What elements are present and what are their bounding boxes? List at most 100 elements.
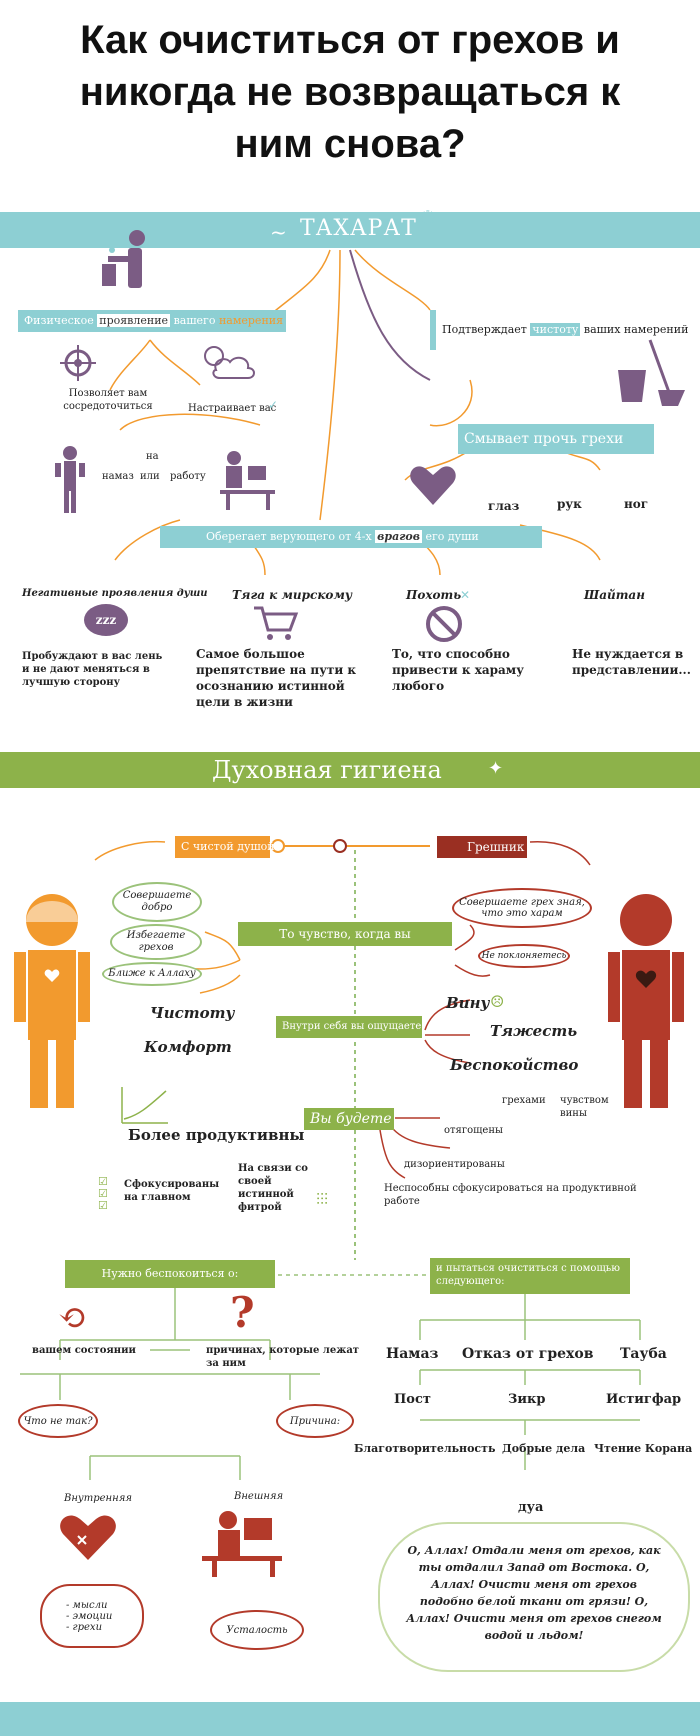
cleanse-bar: и пытаться очиститься с помощью следующе… xyxy=(430,1258,630,1294)
or-text: или xyxy=(140,471,160,482)
protects-prefix: Оберегает верующего от 4-х xyxy=(206,530,372,543)
wudu-icon xyxy=(102,230,145,288)
method-tauba: Тауба xyxy=(620,1346,667,1362)
namaz-text: намаз xyxy=(102,471,134,482)
hygiene-connectors xyxy=(94,839,591,1260)
title-line-3: ним снова? xyxy=(234,122,466,166)
prohibited-icon xyxy=(426,606,462,642)
sad-face-icon: ☹ xyxy=(490,992,505,1011)
enemy-2-desc: Самое большое препятствие на пути к осоз… xyxy=(196,647,357,709)
right-inside-2: Тяжесть xyxy=(490,1022,578,1040)
worry-bar: Нужно беспокоиться о: xyxy=(65,1260,275,1288)
refresh-icon: ⟲ xyxy=(58,1298,87,1338)
stressed-worker-icon xyxy=(202,1511,282,1577)
burdened-text: отягощены xyxy=(444,1125,503,1136)
method-namaz: Намаз xyxy=(386,1346,439,1362)
focused-text: Сфокусированы на главном xyxy=(124,1179,220,1203)
left-feel-3: Ближе к Аллаху xyxy=(102,962,202,986)
physical-highlight: проявление xyxy=(97,314,171,327)
physical-manifestation-bar: Физическое проявление вашего намерения xyxy=(18,310,286,332)
confirms-purity: Подтверждает чистоту ваших намерений xyxy=(430,310,700,350)
unable-text: Неспособны сфокусироваться на продуктивн… xyxy=(384,1183,637,1207)
page-title: Как очиститься от грехов и никогда не во… xyxy=(0,14,700,170)
footer-band xyxy=(0,1702,700,1736)
cause-bubble: Причина: xyxy=(276,1404,354,1438)
left-feel-1: Совершаете добро xyxy=(112,882,202,922)
work-text: работу xyxy=(170,471,206,482)
broken-heart-icon xyxy=(60,1515,116,1560)
washes-sins-bar: Смывает прочь грехи xyxy=(458,424,654,454)
enemy-1-desc: Пробуждают в вас лень и не дают меняться… xyxy=(22,651,163,688)
enemy-3-desc: То, что способно привести к хараму любог… xyxy=(392,647,524,693)
sinner-figure xyxy=(608,894,684,1108)
external-label: Внешняя xyxy=(234,1491,284,1502)
method-charity: Благотворительность xyxy=(354,1442,496,1455)
guilt-text: чувством вины xyxy=(560,1095,609,1119)
desk-worker-icon xyxy=(220,451,275,510)
pure-person-figure xyxy=(14,894,90,1108)
hygiene-title: Духовная гигиена xyxy=(212,756,442,784)
method-istighfar: Истигфар xyxy=(606,1392,682,1407)
productive-text: Более продуктивны xyxy=(128,1126,305,1144)
method-zikr: Зикр xyxy=(508,1392,546,1407)
will-be-bar: Вы будете xyxy=(304,1108,394,1130)
physical-prefix: Физическое xyxy=(24,314,94,327)
right-inside-1: Вину xyxy=(446,994,490,1012)
physical-end: намерения xyxy=(218,314,284,327)
taharat-title: ТАХАРАТ xyxy=(300,216,417,241)
hygiene-band: Духовная гигиена ✦ xyxy=(0,752,700,788)
title-line-1: Как очиститься от грехов и xyxy=(80,18,620,62)
enemy-3-title: Похоть xyxy=(406,588,462,602)
tunes-text: Настраивает вас xyxy=(188,403,277,414)
internal-list-bubble: - мысли - эмоции - грехи xyxy=(40,1584,144,1648)
focus-text: Позволяет вам сосредоточиться xyxy=(63,388,153,412)
enemy-1-title: Негативные проявления души xyxy=(22,588,208,599)
swirl-icon: ~ xyxy=(270,220,287,244)
drops-icon: ◌ xyxy=(420,206,436,227)
enemy-2-title: Тяга к мирскому xyxy=(232,588,353,602)
enemy-4-title: Шайтан xyxy=(584,588,645,602)
left-inside-2: Комфорт xyxy=(144,1038,232,1056)
x-icon: ✕ xyxy=(460,588,471,602)
checklist-icon: ☑☑☑ xyxy=(98,1175,108,1212)
sins-text: грехами xyxy=(502,1095,546,1106)
causes-text: причинах, которые лежат за ним xyxy=(206,1345,359,1369)
internal-item-2: - эмоции xyxy=(66,1610,113,1622)
right-inside-3: Беспокойство xyxy=(450,1056,579,1074)
fatigue-bubble: Усталость xyxy=(210,1610,304,1650)
method-abandon-sins: Отказ от грехов xyxy=(462,1346,594,1362)
physical-mid: вашего xyxy=(173,314,216,327)
inside-bar: Внутри себя вы ощущаете xyxy=(276,1016,422,1038)
right-feel-1: Совершаете грех зная, что это харам xyxy=(452,888,592,928)
confirms-highlight: чистоту xyxy=(530,323,581,336)
sliders-icon: ⫶⫶⫶ xyxy=(316,1190,329,1209)
growth-chart-icon xyxy=(121,1087,168,1124)
feeling-bar: То чувство, когда вы xyxy=(238,922,452,946)
protects-end: его души xyxy=(425,530,479,543)
internal-label: Внутренняя xyxy=(64,1493,132,1504)
person-icon xyxy=(55,446,85,513)
eyes-text: глаз xyxy=(488,499,520,513)
confirms-end: ваших намерений xyxy=(583,323,689,336)
left-feel-2: Избегаете грехов xyxy=(110,924,202,960)
question-icon: ? xyxy=(230,1288,255,1337)
whats-wrong-bubble: Что не так? xyxy=(18,1404,98,1438)
shopping-cart-icon xyxy=(254,606,299,640)
feet-text: ног xyxy=(624,497,649,511)
left-inside-1: Чистоту xyxy=(150,1004,235,1022)
connected-text: На связи со своей истинной фитрой xyxy=(238,1163,308,1213)
state-text: вашем состоянии xyxy=(32,1345,136,1356)
sinner-label: Грешник xyxy=(437,836,527,858)
sun-cloud-icon xyxy=(204,346,255,379)
disoriented-text: дизориентированы xyxy=(404,1159,505,1170)
taharat-band: ТАХАРАТ ~ ◌ xyxy=(0,206,700,248)
sleep-icon: zzz xyxy=(84,604,128,636)
check-icon: ✓ xyxy=(268,398,279,412)
protects-bar: Оберегает верующего от 4-х врагов его ду… xyxy=(160,526,542,548)
protects-highlight: врагов xyxy=(375,530,422,543)
care-connectors xyxy=(20,1274,641,1480)
hands-text: рук xyxy=(557,497,582,511)
bucket-mop-icon xyxy=(618,339,685,406)
dua-bubble: О, Аллах! Отдали меня от грехов, как ты … xyxy=(378,1522,690,1672)
title-line-2: никогда не возвращаться к xyxy=(79,70,621,114)
